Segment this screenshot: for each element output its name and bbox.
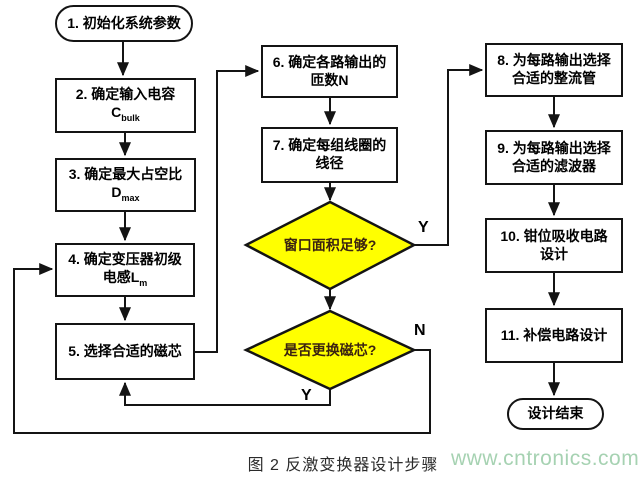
step4-line2: 电感Lm: [102, 268, 148, 288]
step10-line1: 10. 钳位吸收电路: [500, 227, 608, 244]
step11-label: 11. 补偿电路设计: [500, 326, 608, 343]
step5-label: 5. 选择合适的磁芯: [68, 342, 182, 359]
step3-box: 3. 确定最大占空比 Dmax: [55, 158, 196, 212]
figure-caption: 图 2 反激变换器设计步骤: [247, 457, 439, 474]
decision1-label: 窗口面积足够?: [283, 237, 377, 253]
step7-line2: 线径: [315, 155, 344, 171]
step7-line1: 7. 确定每组线圈的: [272, 137, 387, 154]
decision1-yes-label: Y: [418, 219, 429, 236]
step5-box: 5. 选择合适的磁芯: [55, 323, 195, 380]
connector-decision2-no-step4: [13, 263, 431, 434]
decision2-label: 是否更换磁芯?: [283, 342, 377, 358]
decision2-diamond: [243, 309, 417, 391]
step6-line1: 6. 确定各路输出的: [272, 53, 387, 70]
step4-box: 4. 确定变压器初级 电感Lm: [55, 243, 195, 297]
connector-decision1-yes-step8: [413, 64, 484, 246]
connector-decision2-yes-step5: [119, 381, 331, 406]
start-node: 1. 初始化系统参数: [55, 5, 193, 42]
step2-line1: 2. 确定输入电容: [75, 86, 176, 103]
start-label: 1. 初始化系统参数: [67, 14, 181, 31]
step2-line2: Cbulk: [111, 104, 140, 124]
watermark-text: www.cntronics.com: [451, 447, 640, 470]
step8-line2: 合适的整流管: [512, 70, 596, 86]
step8-box: 8. 为每路输出选择 合适的整流管: [485, 43, 623, 97]
step9-line2: 合适的滤波器: [512, 157, 596, 174]
step7-box: 7. 确定每组线圈的 线径: [261, 127, 398, 183]
step10-line2: 设计: [540, 245, 568, 262]
step2-box: 2. 确定输入电容 Cbulk: [55, 78, 196, 133]
step6-line2: 匝数N: [310, 71, 349, 88]
step11-box: 11. 补偿电路设计: [485, 308, 623, 363]
decision2-no-label: N: [414, 322, 426, 339]
step9-line1: 9. 为每路输出选择: [497, 139, 611, 156]
end-node: 设计结束: [507, 398, 604, 430]
step3-line2: Dmax: [111, 183, 140, 203]
end-label: 设计结束: [527, 405, 584, 422]
decision1-diamond: [243, 200, 417, 291]
step10-box: 10. 钳位吸收电路 设计: [485, 218, 623, 273]
step4-line1: 4. 确定变压器初级: [68, 250, 182, 267]
connector-step5-step6: [195, 65, 260, 353]
step3-line1: 3. 确定最大占空比: [68, 165, 183, 182]
step8-line1: 8. 为每路输出选择: [497, 52, 611, 69]
decision2-yes-label: Y: [301, 387, 312, 404]
step6-box: 6. 确定各路输出的 匝数N: [261, 45, 398, 98]
step9-box: 9. 为每路输出选择 合适的滤波器: [485, 130, 623, 185]
